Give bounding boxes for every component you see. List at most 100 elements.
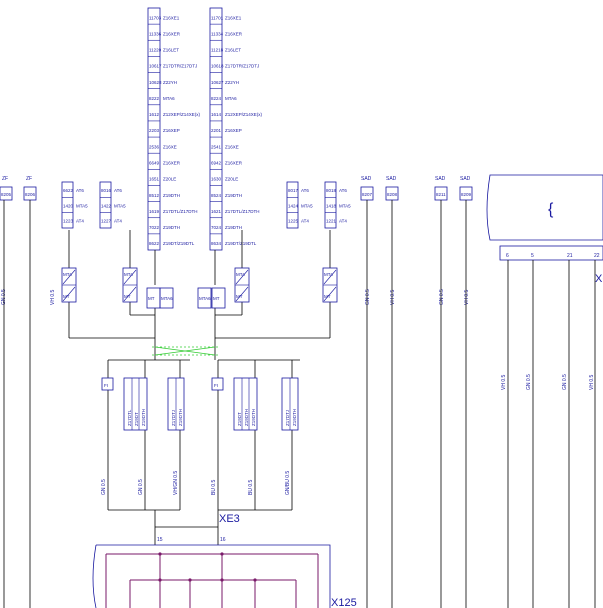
connector-header: ZF [26,176,32,182]
relay-sub: MT [124,294,131,299]
side-code: 1221 [326,219,337,224]
fi-label: FI [104,383,108,388]
engine-name: Z19DTH [225,193,242,198]
relay-label: MTA [324,272,333,277]
connector-code: 8208 [387,192,398,197]
xe3-connector: XE3 15 16 [157,513,240,543]
crossover-wires [152,346,218,356]
side-code: 1420 [63,203,74,208]
wire-label: GN 0.5 [138,479,144,495]
engine-code: 2203 [149,128,160,133]
engine-code: 8634 [211,241,222,246]
side-label: MTA5 [76,203,88,208]
engine-code: 7024 [211,225,222,230]
xe3-pin-16: 16 [220,537,226,543]
engine-name: Z16XEP [225,128,242,133]
engine-code: 8524 [211,193,222,198]
engine-code: 11703 [149,15,162,20]
engine-name: Z12XEP/Z14XE(x) [163,112,201,117]
engine-code: 10628 [149,80,162,85]
side-code: 1422 [101,203,112,208]
engine-name: MTA6 [225,96,237,101]
side-label: AT4 [76,219,84,224]
module-label: XC [595,273,603,285]
side-label: AT6 [301,188,309,193]
engine-name: Z19DT/Z19DTL [163,241,195,246]
engine-code: 1612 [149,112,160,117]
connector-code: 8209 [461,192,472,197]
connector-header: SAD [460,176,471,182]
wire-label: GN 0.5 [439,289,445,305]
side-code: 1225 [288,219,299,224]
relay-label: MTA [63,272,72,277]
engine-name: Z16XEP [163,128,180,133]
side-label: AT4 [339,219,347,224]
engine-name: Z19DTH [225,225,242,230]
engine-name: Z19DTH [163,225,180,230]
relay-label: MTA [236,272,245,277]
connector-header: SAD [386,176,397,182]
side-code: 1424 [288,203,299,208]
connector-header: ZF [2,176,8,182]
wire-label: VH 0.5 [589,374,595,390]
engine-code: 8222 [149,96,160,101]
side-label: AT4 [301,219,309,224]
side-label: MTA5 [301,203,313,208]
module-glyph: { [548,201,554,218]
engine-code: 11336 [149,31,162,36]
main-wires [3,200,596,608]
wire-label: GN 0.5 [365,289,371,305]
engine-code: 8622 [149,241,160,246]
engine-name: Z16XE1 [163,15,180,20]
side-code: 1418 [326,203,337,208]
connector-code: 8205 [1,192,12,197]
engine-name: Z16XE [225,144,239,149]
connector-header: SAD [435,176,446,182]
wire-label: VH 0.5 [390,289,396,305]
vertical-engine: Z17DTJ [285,410,290,426]
wire-label: VH 0.5 [464,289,470,305]
side-code: 8016 [101,188,112,193]
x125-label: X125 [331,597,357,608]
vertical-engine: Z19DTH [141,409,146,426]
engine-name: Z16XER [163,160,181,165]
wire-label: BU 0.5 [248,479,254,495]
wire-label: BU 0.5 [211,479,217,495]
side-label: AT4 [114,219,122,224]
engine-name: Z16XE1 [225,15,242,20]
engine-name: Z17DTL/Z17DTH [163,209,198,214]
vertical-engine: Z19DTH [178,409,183,426]
side-label: AT6 [76,188,84,193]
engine-code: 11220 [149,48,162,53]
relay-label: MTA [124,272,133,277]
engine-code: 2201 [211,128,222,133]
wire-label: GN 0.5 [101,479,107,495]
side-label: MTA5 [114,203,126,208]
engine-code: 10627 [211,80,224,85]
engine-code: 10617 [149,64,162,69]
vertical-engine: Z19DT [237,412,242,426]
engine-name: Z20LE [163,177,176,182]
connector-header: SAD [361,176,372,182]
bottom-harness: X125 [92,544,357,608]
mt-label: MTA6 [199,296,211,301]
engine-code: 1651 [149,177,160,182]
vertical-engine: Z19DTH [244,409,249,426]
wire-label: GN 0.5 [562,374,568,390]
side-code: 8017 [288,188,299,193]
engine-code: 1630 [211,177,222,182]
engine-name: Z17DTR/Z17DTJ [163,64,197,69]
engine-code: 11218 [211,48,224,53]
module-pin: 21 [567,253,573,259]
xe3-pin-15: 15 [157,537,163,543]
fi-label: FI [214,383,218,388]
side-code: 6622 [63,188,74,193]
engine-name: Z17DTR/Z17DTJ [225,64,259,69]
engine-code: 6649 [149,160,160,165]
